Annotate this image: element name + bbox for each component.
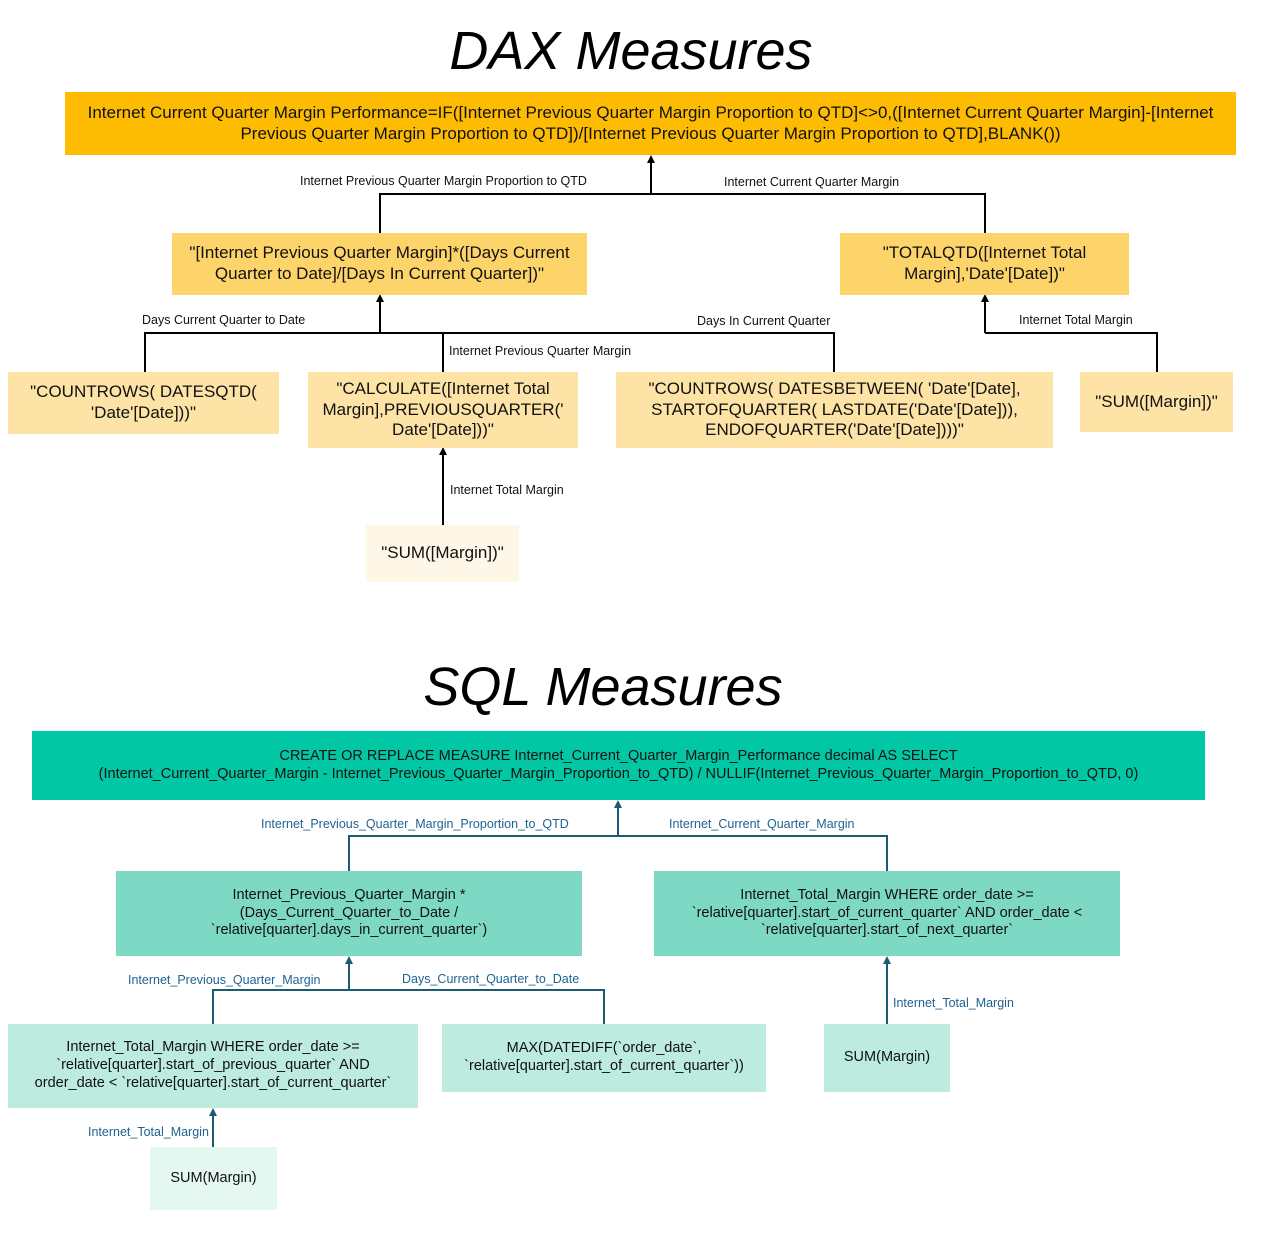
sql-title: SQL Measures bbox=[423, 657, 783, 717]
dax-sum-right-node: "SUM([Margin])" bbox=[1080, 372, 1233, 432]
sql-label-total-bottom: Internet_Total_Margin bbox=[88, 1125, 209, 1139]
sql-label-total-right: Internet_Total_Margin bbox=[893, 996, 1014, 1010]
dax-label-total-right: Internet Total Margin bbox=[1019, 313, 1133, 327]
dax-prev-proportion-node: "[Internet Previous Quarter Margin]*([Da… bbox=[172, 233, 587, 295]
dax-countrows-qtd-node: "COUNTROWS( DATESQTD( 'Date'[Date]))" bbox=[8, 372, 279, 434]
dax-label-total-bottom: Internet Total Margin bbox=[450, 483, 564, 497]
sql-prev-margin-node: Internet_Total_Margin WHERE order_date >… bbox=[8, 1024, 418, 1108]
sql-label-days: Days_Current_Quarter_to_Date bbox=[402, 972, 580, 986]
sql-current-node: Internet_Total_Margin WHERE order_date >… bbox=[654, 871, 1120, 956]
dax-countrows-between-node: "COUNTROWS( DATESBETWEEN( 'Date'[Date], … bbox=[616, 372, 1053, 448]
dax-label-current: Internet Current Quarter Margin bbox=[724, 175, 900, 189]
dax-calculate-node: "CALCULATE([Internet Total Margin],PREVI… bbox=[308, 372, 578, 448]
dax-connectors bbox=[144, 155, 1158, 525]
dax-root-node: Internet Current Quarter Margin Performa… bbox=[65, 92, 1236, 155]
sql-root-node: CREATE OR REPLACE MEASURE Internet_Curre… bbox=[32, 731, 1205, 800]
dax-label-days-ctd: Days Current Quarter to Date bbox=[142, 313, 306, 327]
dax-label-prev-proportion: Internet Previous Quarter Margin Proport… bbox=[300, 174, 587, 188]
sql-prev-proportion-node: Internet_Previous_Quarter_Margin * (Days… bbox=[116, 871, 582, 956]
dax-title: DAX Measures bbox=[449, 21, 813, 81]
sql-sum-right-node: SUM(Margin) bbox=[824, 1024, 950, 1092]
sql-label-prev-proportion: Internet_Previous_Quarter_Margin_Proport… bbox=[261, 817, 569, 831]
dax-label-prev-margin: Internet Previous Quarter Margin bbox=[449, 344, 632, 358]
dax-totalqtd-node: "TOTALQTD([Internet Total Margin],'Date'… bbox=[840, 233, 1129, 295]
sql-label-prev-margin: Internet_Previous_Quarter_Margin bbox=[128, 973, 321, 987]
sql-days-node: MAX(DATEDIFF(`order_date`, `relative[qua… bbox=[442, 1024, 766, 1092]
dax-label-days-in: Days In Current Quarter bbox=[697, 314, 831, 328]
sql-sum-bottom-node: SUM(Margin) bbox=[150, 1147, 277, 1210]
dax-sum-bottom-node: "SUM([Margin])" bbox=[366, 525, 519, 582]
sql-connectors bbox=[209, 800, 891, 1147]
sql-label-current: Internet_Current_Quarter_Margin bbox=[669, 817, 855, 831]
